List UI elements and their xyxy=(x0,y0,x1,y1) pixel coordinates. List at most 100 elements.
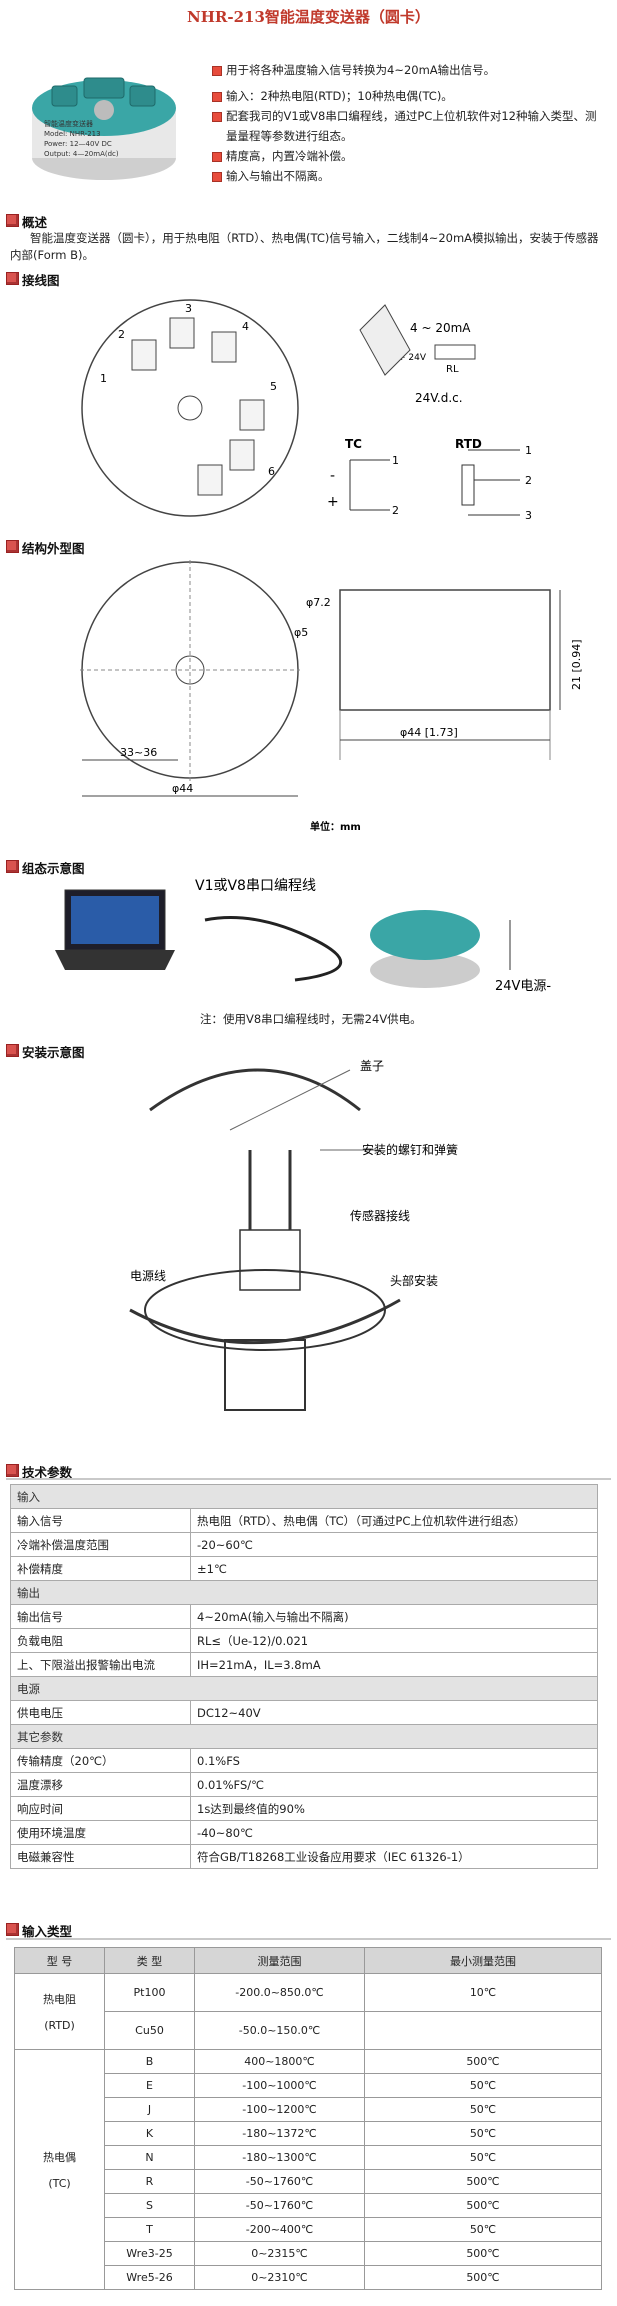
type-group-name: 热电阻 xyxy=(43,1993,76,2006)
spec-label: 输入信号 xyxy=(10,1508,191,1533)
type-type: J xyxy=(104,2097,195,2122)
spec-label: 上、下限溢出报警输出电流 xyxy=(10,1652,191,1677)
supply-side-label: + 24V xyxy=(398,353,427,363)
type-group-cell: 热电偶(TC) xyxy=(14,2049,105,2290)
type-min: 50℃ xyxy=(364,2097,602,2122)
label-line2: Model: NHR-213 xyxy=(44,130,101,138)
spec-label: 负载电阻 xyxy=(10,1628,191,1653)
spec-value: 热电阻（RTD）、热电偶（TC）（可通过PC上位机软件进行组态） xyxy=(190,1508,598,1533)
divider xyxy=(6,1478,611,1480)
feature-item: 用于将各种温度输入信号转换为4~20mA输出信号。 xyxy=(212,60,607,80)
spec-label: 响应时间 xyxy=(10,1796,191,1821)
dim-phi44: φ44 xyxy=(172,782,193,795)
spec-row: 电磁兼容性符合GB/T18268工业设备应用要求（IEC 61326-1） xyxy=(10,1844,598,1869)
spec-value: 0.1%FS xyxy=(190,1748,598,1773)
tc-label: TC xyxy=(345,437,362,451)
feature-item: 配套我司的V1或V8串口编程线，通过PC上位机软件对12种输入类型、测量量程等参… xyxy=(212,106,607,146)
rl-label: RL xyxy=(446,364,459,375)
type-range: -100~1000℃ xyxy=(194,2073,365,2098)
spec-label: 使用环境温度 xyxy=(10,1820,191,1845)
type-type: S xyxy=(104,2193,195,2218)
spec-row: 使用环境温度-40~80℃ xyxy=(10,1820,598,1845)
divider xyxy=(6,1938,611,1940)
spec-label: 输出信号 xyxy=(10,1604,191,1629)
spec-value: RL≤（Ue-12)/0.021 xyxy=(190,1628,598,1653)
type-type: Cu50 xyxy=(104,2011,195,2050)
spec-group-label: 输入 xyxy=(10,1484,598,1509)
input-type-table: 型 号 类 型 测量范围 最小测量范围 热电阻(RTD)Pt100-200.0~… xyxy=(14,1947,602,2290)
head-mount-label: 头部安装 xyxy=(390,1273,438,1288)
terminal-4: 4 xyxy=(242,320,249,333)
tc-plus: + xyxy=(327,494,339,510)
overview-text: 智能温度变送器（圆卡），用于热电阻（RTD）、热电偶(TC)信号输入，二线制4~… xyxy=(10,231,599,262)
spec-label: 电磁兼容性 xyxy=(10,1844,191,1869)
cover-label: 盖子 xyxy=(360,1059,384,1073)
config-diagram: V1或V8串口编程线 24V电源- xyxy=(55,878,551,994)
type-type: B xyxy=(104,2049,195,2074)
rtd-pin1: 1 xyxy=(525,444,532,457)
spec-value: 1s达到最终值的90% xyxy=(190,1796,598,1821)
outline-drawing: φ7.2 φ5 33~36 φ44 φ44 [1.73] 21 [0.94] 单… xyxy=(80,560,583,833)
type-range: -180~1300℃ xyxy=(194,2145,365,2170)
power-label: 24V电源- xyxy=(495,979,551,994)
type-type: T xyxy=(104,2217,195,2242)
screws-label: 安装的螺钉和弹簧 xyxy=(362,1142,458,1157)
type-type: Pt100 xyxy=(104,1973,195,2012)
install-diagram: 盖子 安装的螺钉和弹簧 传感器接线 电源线 头部安装 xyxy=(129,1059,458,1411)
type-range: -50.0~150.0℃ xyxy=(194,2011,365,2050)
terminal-5: 5 xyxy=(270,380,277,393)
type-type: Wre5-26 xyxy=(104,2265,195,2290)
spec-table: 输入输入信号热电阻（RTD）、热电偶（TC）（可通过PC上位机软件进行组态）冷端… xyxy=(10,1484,598,1869)
rtd-pin2: 2 xyxy=(525,474,532,487)
type-min: 500℃ xyxy=(364,2193,602,2218)
feature-item: 输入与输出不隔离。 xyxy=(212,166,607,186)
rtd-label: RTD xyxy=(455,437,482,451)
type-range: -50~1760℃ xyxy=(194,2193,365,2218)
tc-pin1: 1 xyxy=(392,454,399,467)
spec-value: 符合GB/T18268工业设备应用要求（IEC 61326-1） xyxy=(190,1844,598,1869)
type-group-code: (RTD) xyxy=(44,2019,75,2032)
spec-label: 传输精度（20℃） xyxy=(10,1748,191,1773)
type-range: -100~1200℃ xyxy=(194,2097,365,2122)
feature-item: 输入：2种热电阻(RTD)；10种热电偶(TC)。 xyxy=(212,86,607,106)
dim-width: φ44 [1.73] xyxy=(400,726,458,739)
spec-row: 冷端补偿温度范围-20~60℃ xyxy=(10,1532,598,1557)
spec-label: 冷端补偿温度范围 xyxy=(10,1532,191,1557)
col-header: 最小测量范围 xyxy=(364,1947,602,1974)
type-group-code: (TC) xyxy=(48,2177,71,2190)
type-min: 500℃ xyxy=(364,2049,602,2074)
section-tech: 技术参数 xyxy=(6,1462,72,1481)
label-line1: 智能温度变送器 xyxy=(44,119,93,128)
section-config: 组态示意图 xyxy=(6,858,85,877)
type-group-cell: 热电阻 (RTD) xyxy=(14,1973,105,2050)
current-label: 4 ~ 20mA xyxy=(410,321,471,335)
section-install: 安装示意图 xyxy=(6,1042,85,1061)
type-type: R xyxy=(104,2169,195,2194)
spec-group-label: 输出 xyxy=(10,1580,598,1605)
spec-label: 补偿精度 xyxy=(10,1556,191,1581)
type-type: E xyxy=(104,2073,195,2098)
spec-group-row: 电源 xyxy=(10,1676,598,1701)
spec-value: 0.01%FS/℃ xyxy=(190,1772,598,1797)
type-min: 50℃ xyxy=(364,2073,602,2098)
wiring-diagram: 2 3 4 5 6 1 4 ~ 20mA RL + 24V 24V.d.c. T… xyxy=(81,299,532,522)
section-overview: 概述 xyxy=(6,212,47,231)
type-min: 50℃ xyxy=(364,2145,602,2170)
page-title: NHR-213智能温度变送器（圆卡） xyxy=(187,8,430,26)
dim-33-36: 33~36 xyxy=(120,746,157,759)
type-range: 400~1800℃ xyxy=(194,2049,365,2074)
feature-list: 用于将各种温度输入信号转换为4~20mA输出信号。 输入：2种热电阻(RTD)；… xyxy=(212,60,607,186)
type-min: 500℃ xyxy=(364,2169,602,2194)
spec-value: IH=21mA，IL=3.8mA xyxy=(190,1652,598,1677)
power-wire-label: 电源线 xyxy=(130,1269,166,1283)
